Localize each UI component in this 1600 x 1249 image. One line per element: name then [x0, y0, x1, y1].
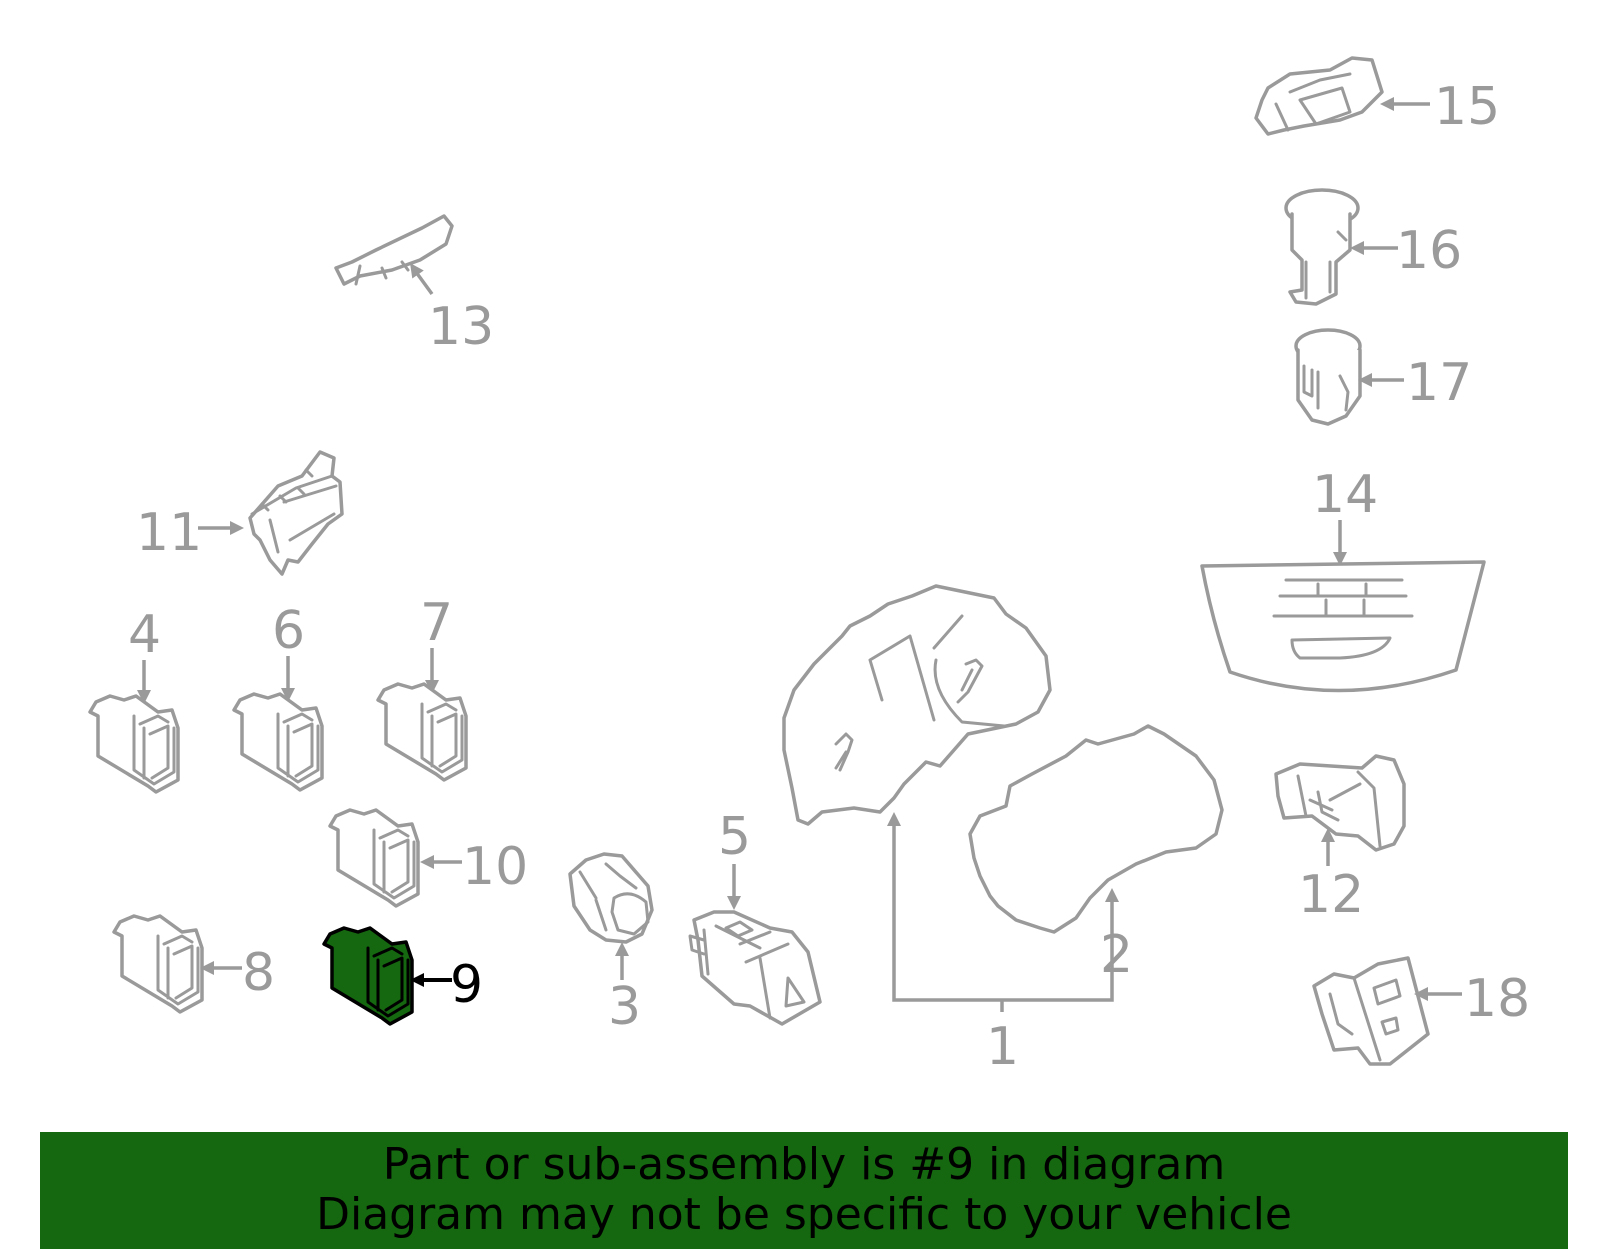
part-18-drawing [1312, 956, 1430, 1066]
callout-12: 12 [1298, 865, 1364, 925]
callout-1: 1 [986, 1017, 1019, 1077]
part-4-drawing [88, 694, 180, 794]
part-3-drawing [568, 852, 654, 944]
callout-10: 10 [462, 837, 528, 897]
callout-2: 2 [1100, 925, 1133, 985]
callout-18: 18 [1464, 969, 1530, 1029]
callout-16: 16 [1396, 221, 1462, 281]
callout-15: 15 [1434, 77, 1500, 137]
callout-7: 7 [420, 593, 453, 653]
callout-17: 17 [1406, 353, 1472, 413]
part-8-drawing [112, 914, 204, 1014]
part-2-drawing [968, 724, 1224, 934]
part-17-drawing [1294, 328, 1362, 426]
callout-11: 11 [136, 503, 202, 563]
callout-3: 3 [608, 977, 641, 1037]
part-5-drawing [688, 910, 822, 1026]
info-banner: Part or sub-assembly is #9 in diagram Di… [40, 1132, 1568, 1249]
banner-line-disclaimer: Diagram may not be specific to your vehi… [316, 1189, 1292, 1240]
part-9-drawing-highlighted [322, 926, 414, 1026]
part-10-drawing [328, 808, 420, 908]
part-7-drawing [376, 682, 468, 782]
banner-line-part-info: Part or sub-assembly is #9 in diagram [382, 1139, 1226, 1190]
part-1-drawing [782, 584, 1052, 826]
part-12-drawing [1274, 754, 1406, 852]
callout-14: 14 [1312, 465, 1378, 525]
callout-6: 6 [272, 601, 305, 661]
part-6-drawing [232, 692, 324, 792]
callout-9: 9 [450, 955, 483, 1015]
callout-4: 4 [128, 605, 161, 665]
callout-13: 13 [428, 297, 494, 357]
part-16-drawing [1284, 188, 1360, 306]
callout-5: 5 [718, 807, 751, 867]
part-13-drawing [334, 214, 454, 286]
callout-8: 8 [242, 943, 275, 1003]
part-14-drawing [1200, 560, 1486, 693]
part-15-drawing [1254, 56, 1384, 136]
part-11-drawing [248, 450, 344, 576]
